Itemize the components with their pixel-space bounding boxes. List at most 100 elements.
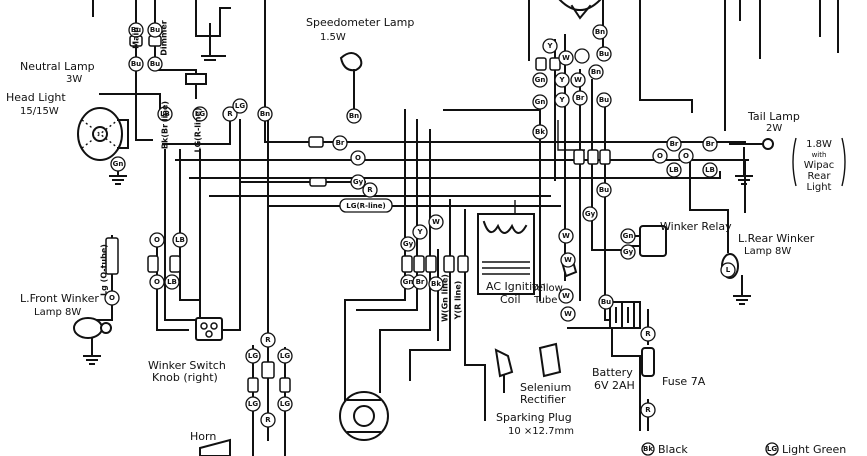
svg-text:W: W — [564, 310, 572, 318]
svg-text:R: R — [265, 336, 271, 344]
wire-tag-gn: Gn — [532, 94, 548, 110]
inline-connector — [587, 149, 599, 165]
wire-tag-o: O — [350, 150, 366, 166]
inline-connector — [457, 255, 469, 273]
svg-text:Rear: Rear — [808, 171, 832, 182]
svg-text:Br: Br — [416, 278, 425, 286]
horn — [199, 438, 231, 456]
wire-tag-w: W — [560, 252, 576, 268]
svg-text:L: L — [726, 266, 731, 274]
sparking-plug-size: 10 ×12.7mm — [508, 426, 574, 437]
lg-r-line-tag: LG(R-line) — [339, 198, 393, 213]
wire-tag-o: O — [149, 274, 165, 290]
legend-item-light-green: LG Light Green — [765, 442, 846, 456]
wire-tag-w: W — [558, 50, 574, 66]
lg-tube-label: Lg (O-tube) — [100, 244, 109, 296]
svg-text:Bk: Bk — [431, 280, 441, 288]
svg-text:LG: LG — [767, 445, 777, 453]
wire-tag-lg: LG — [232, 98, 248, 114]
svg-text:Gn: Gn — [113, 160, 124, 168]
inline-connector — [309, 177, 327, 187]
wire-tag-lb: LB — [666, 162, 682, 178]
svg-text:with: with — [812, 151, 827, 159]
wire-tag-br: Br — [412, 274, 428, 290]
svg-text:Bn: Bn — [349, 112, 359, 120]
ground-symbols — [83, 55, 753, 365]
wire-tag-w: W — [558, 228, 574, 244]
svg-text:Gn: Gn — [535, 98, 546, 106]
winker-switch — [195, 317, 223, 341]
svg-text:R: R — [227, 110, 233, 118]
svg-text:Y: Y — [558, 76, 565, 84]
yellow-label: Yellow — [531, 283, 563, 294]
svg-text:Bn: Bn — [591, 68, 601, 76]
wire-tag-lb: LB — [702, 162, 718, 178]
inline-connector — [105, 237, 119, 275]
svg-text:LG(R-line): LG(R-line) — [346, 202, 385, 210]
svg-text:Bu: Bu — [150, 60, 160, 68]
svg-text:Gn: Gn — [535, 76, 546, 84]
coil-label: Coil — [500, 293, 521, 306]
l-front-winker-label: L.Front Winker — [20, 292, 99, 305]
wire-tag-y: Y — [554, 92, 570, 108]
svg-text:Black: Black — [658, 443, 688, 456]
svg-text:Y: Y — [558, 96, 565, 104]
svg-text:Bn: Bn — [260, 110, 270, 118]
ac-ignition-label: AC Ignition — [486, 280, 546, 293]
wire-tag-bu: Bu — [596, 182, 612, 198]
wire-tag-y: Y — [412, 224, 428, 240]
wire-tag-lb: LB — [172, 232, 188, 248]
wire-tag-bu: Bu — [128, 22, 144, 38]
svg-text:W: W — [562, 54, 570, 62]
svg-text:Gy: Gy — [353, 178, 364, 186]
wire-tag-bn: Bn — [588, 64, 604, 80]
speedometer-lamp — [339, 52, 363, 109]
svg-text:LB: LB — [669, 166, 679, 174]
tube-label: Tube — [533, 295, 557, 306]
svg-text:LB: LB — [160, 110, 170, 118]
winker-relay-label: Winker Relay — [660, 220, 732, 233]
wire-tag-r: R — [222, 106, 238, 122]
wire-tag-lb: LB — [164, 274, 180, 290]
dimmer-label: Dimmer — [160, 20, 169, 55]
svg-text:Bn: Bn — [595, 28, 605, 36]
inline-connector — [425, 255, 437, 273]
wire-tag-r: R — [260, 412, 276, 428]
wire-tag-lg: LG — [192, 106, 208, 122]
inline-connector — [169, 255, 181, 273]
l-front-winker-watt: Lamp 8W — [34, 307, 81, 318]
speedometer-lamp-watt: 1.5W — [320, 32, 346, 43]
wire-tag-br: Br — [572, 90, 588, 106]
wire-tag-w: W — [560, 306, 576, 322]
wire-tag-bu: Bu — [128, 56, 144, 72]
wire-tag-o: O — [678, 148, 694, 164]
wire-tag-gn: Gn — [532, 72, 548, 88]
svg-text:Br: Br — [706, 140, 715, 148]
svg-text:Gn: Gn — [403, 278, 414, 286]
inline-connectors — [105, 35, 611, 393]
svg-text:Br: Br — [576, 94, 585, 102]
wire-tag-l: L — [720, 262, 736, 278]
wipac-note: 1.8W with Wipac Rear Light — [792, 137, 846, 193]
svg-text:LG: LG — [195, 110, 205, 118]
head-light-label: Head Light — [6, 91, 66, 104]
wire-tag-o: O — [149, 232, 165, 248]
color-legend: Bk Black LG Light Green — [641, 442, 846, 456]
svg-text:Bu: Bu — [599, 50, 609, 58]
inline-connector — [279, 377, 291, 393]
inline-connector — [443, 255, 455, 273]
wire-label-lg-r-line-left: LG(R-line) — [194, 107, 203, 152]
neutral-lamp — [185, 73, 207, 99]
sparking-plug-label: Sparking Plug — [496, 411, 572, 424]
wire-tag-lg: LG — [245, 348, 261, 364]
wire-tag-gn: Gn — [620, 228, 636, 244]
svg-text:LG: LG — [280, 352, 290, 360]
svg-text:1.8W: 1.8W — [806, 139, 832, 150]
tail-lamp-label: Tail Lamp — [747, 110, 800, 123]
wire-tag-gy: Gy — [620, 244, 636, 260]
svg-text:O: O — [154, 278, 160, 286]
svg-text:W: W — [562, 232, 570, 240]
svg-text:LB: LB — [705, 166, 715, 174]
